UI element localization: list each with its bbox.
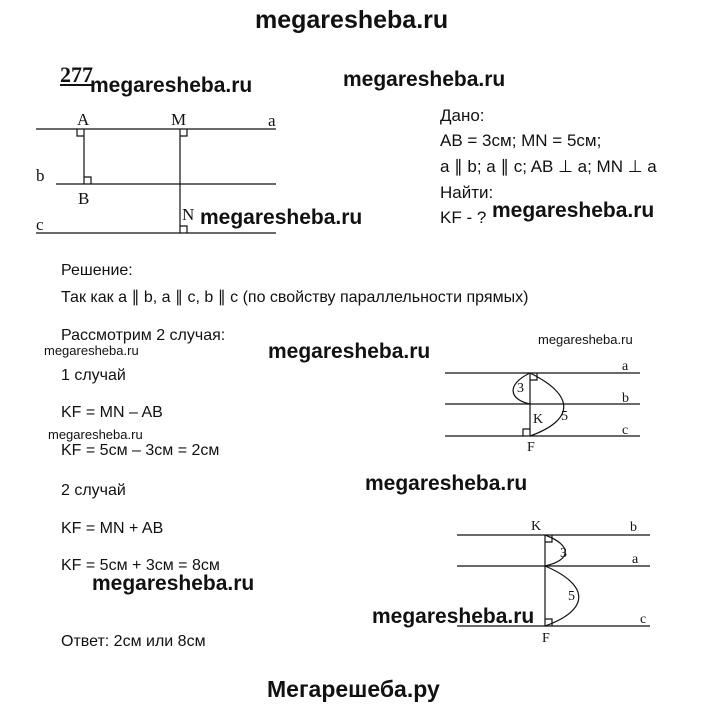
given-line-2: a ∥ b; a ∥ c; AB ⊥ a; MN ⊥ a (440, 157, 657, 176)
right-angle-top (545, 535, 553, 543)
label-line-c: c (640, 612, 646, 627)
label-arc-5: 5 (561, 409, 568, 424)
label-k-point: K (531, 519, 541, 534)
case1-title: 1 случай (61, 367, 126, 384)
arc-3 (512, 372, 531, 405)
solution-consider: Рассмотрим 2 случая: (61, 327, 226, 344)
label-line-a: a (622, 359, 629, 374)
case1-calc: KF = 5см – 3см = 2см (61, 442, 220, 459)
watermark: megaresheba.ru (48, 427, 143, 442)
label-a-point: A (77, 110, 90, 129)
watermark: megaresheba.ru (44, 343, 139, 358)
case2-title: 2 случай (61, 482, 126, 499)
right-angle-n (180, 225, 188, 233)
case2-calc: KF = 5см + 3см = 8см (61, 557, 220, 574)
right-angle-m (180, 129, 188, 137)
figure-3-case-2 (457, 534, 650, 627)
find-value: KF - ? (440, 208, 487, 227)
label-arc-3: 3 (560, 546, 567, 561)
case1-formula: KF = MN – AB (61, 404, 163, 421)
label-line-b: b (36, 166, 45, 185)
right-angle-top (530, 373, 538, 381)
watermark: megaresheba.ru (492, 199, 655, 222)
watermark: megaresheba.ru (200, 206, 363, 229)
case2-formula: KF = MN + AB (61, 520, 164, 537)
site-header: megaresheba.ru (255, 6, 449, 34)
label-line-c: c (622, 423, 628, 438)
label-b-point: B (78, 189, 89, 208)
answer: Ответ: 2см или 8см (61, 633, 206, 650)
label-line-a: a (632, 552, 639, 567)
label-line-b: b (630, 520, 637, 535)
label-arc-3: 3 (517, 381, 524, 396)
label-f-point: F (527, 440, 535, 455)
label-n-point: N (182, 205, 194, 224)
label-f-point: F (542, 631, 550, 646)
label-line-a: a (268, 111, 276, 130)
right-angle-a (76, 129, 84, 137)
label-line-c: c (36, 215, 44, 234)
figure-2-case-1 (445, 372, 640, 437)
right-angle-bottom (522, 428, 530, 436)
watermark: megaresheba.ru (365, 472, 528, 495)
find-title: Найти: (440, 183, 494, 202)
label-m-point: M (171, 110, 186, 129)
right-angle-bottom (545, 618, 553, 626)
arc-5 (529, 372, 565, 437)
site-footer: Мегарешеба.ру (267, 676, 440, 702)
label-line-b: b (622, 391, 629, 406)
watermark: megaresheba.ru (538, 332, 633, 347)
right-angle-b (84, 176, 92, 184)
given-line-1: AB = 3см; MN = 5см; (440, 131, 602, 150)
solution-reason: Так как a ∥ b, a ∥ c, b ∥ c (по свойству… (61, 289, 529, 306)
watermark: megaresheba.ru (92, 572, 255, 595)
watermark: megaresheba.ru (372, 605, 535, 628)
given-title: Дано: (440, 106, 485, 125)
watermark: megaresheba.ru (90, 74, 253, 97)
watermark: megaresheba.ru (343, 68, 506, 91)
figure-1-parallel-lines (36, 128, 276, 234)
watermark: megaresheba.ru (268, 340, 431, 363)
label-arc-5: 5 (568, 589, 575, 604)
arc-5 (544, 565, 580, 627)
problem-number: 277 (60, 62, 93, 87)
solution-title: Решение: (61, 262, 133, 279)
label-k-point: K (533, 412, 543, 427)
